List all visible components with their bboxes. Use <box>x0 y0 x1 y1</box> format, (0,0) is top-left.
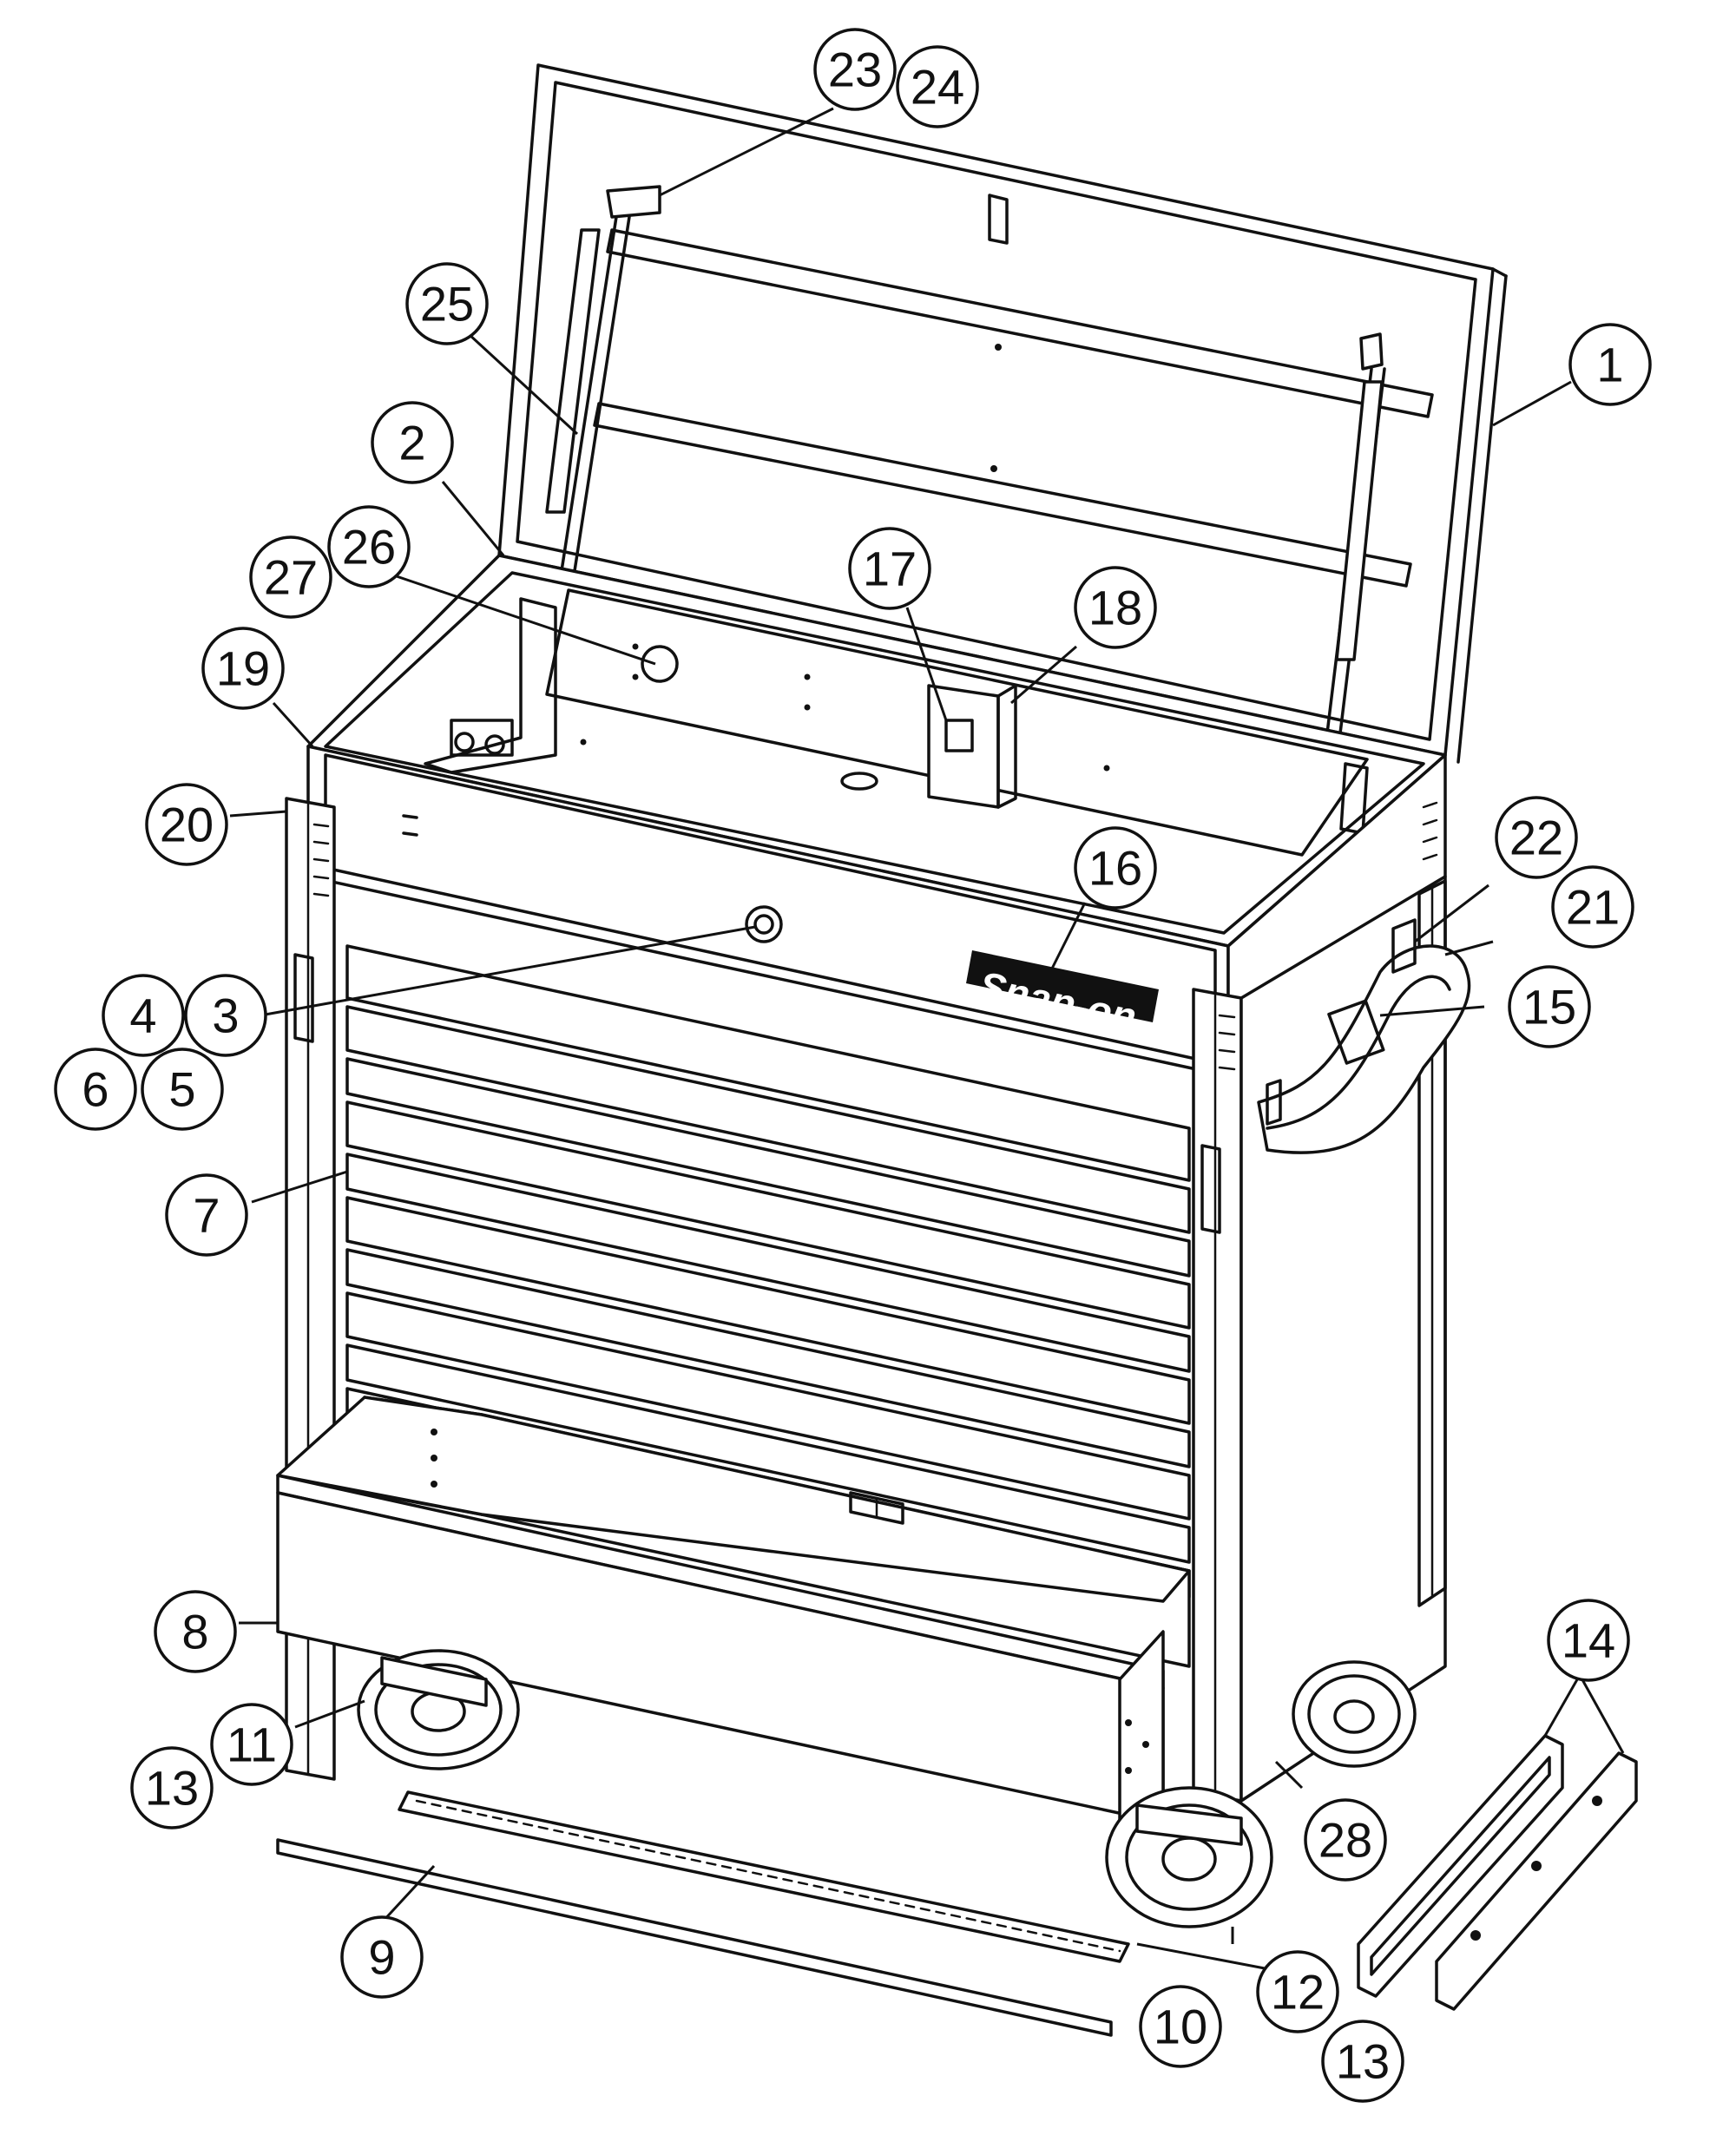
svg-text:10: 10 <box>1154 2000 1207 2054</box>
callout-3: 3 <box>184 974 267 1057</box>
svg-text:7: 7 <box>193 1188 220 1243</box>
svg-text:20: 20 <box>160 798 214 852</box>
caster-right-rear <box>1292 1660 1417 1768</box>
callout-7: 7 <box>165 1173 248 1257</box>
bumper-strip <box>276 1838 1113 2037</box>
callout-26: 26 <box>327 505 411 588</box>
callout-16: 16 <box>1074 826 1157 910</box>
callout-11: 11 <box>210 1703 293 1786</box>
svg-text:16: 16 <box>1088 841 1142 896</box>
callout-1: 1 <box>1568 323 1652 406</box>
drawer-slides <box>1357 1734 1638 2011</box>
callout-21: 21 <box>1551 865 1634 949</box>
svg-text:24: 24 <box>911 60 964 115</box>
callout-17: 17 <box>848 527 931 610</box>
svg-text:3: 3 <box>212 989 239 1043</box>
callout-6: 6 <box>54 1048 137 1131</box>
svg-text:14: 14 <box>1562 1613 1615 1668</box>
svg-text:17: 17 <box>863 542 917 596</box>
callout-20: 20 <box>145 783 228 866</box>
callout-4: 4 <box>102 974 185 1057</box>
svg-text:21: 21 <box>1566 880 1620 935</box>
leader-lines <box>229 107 1625 1980</box>
callout-12: 12 <box>1256 1950 1339 2033</box>
caster-left <box>357 1649 520 1770</box>
svg-text:9: 9 <box>368 1930 395 1985</box>
callout-13b: 13 <box>1321 2020 1404 2103</box>
svg-text:23: 23 <box>828 43 882 97</box>
callout-9: 9 <box>340 1915 424 1999</box>
svg-text:2: 2 <box>398 416 425 470</box>
callout-27: 27 <box>249 535 332 619</box>
callout-23: 23 <box>813 28 897 111</box>
svg-text:22: 22 <box>1509 811 1563 865</box>
svg-text:12: 12 <box>1271 1965 1325 2020</box>
caster-right-front <box>1105 1786 1273 1928</box>
callout-24: 24 <box>896 45 979 128</box>
callout-10: 10 <box>1139 1985 1222 2068</box>
svg-text:4: 4 <box>129 989 156 1043</box>
callout-8: 8 <box>154 1590 237 1673</box>
callout-18: 18 <box>1074 566 1157 649</box>
callout-5: 5 <box>141 1048 224 1131</box>
callout-2: 2 <box>371 401 454 484</box>
svg-text:8: 8 <box>181 1605 208 1659</box>
callout-19: 19 <box>201 627 285 710</box>
casters <box>357 1649 1417 1928</box>
svg-text:28: 28 <box>1318 1813 1372 1868</box>
svg-text:15: 15 <box>1522 980 1576 1035</box>
callout-15: 15 <box>1508 965 1591 1048</box>
svg-text:5: 5 <box>168 1062 195 1117</box>
cabinet <box>276 797 1471 1868</box>
svg-text:25: 25 <box>420 277 474 332</box>
svg-text:13: 13 <box>1336 2034 1390 2089</box>
callout-14: 14 <box>1547 1599 1630 1682</box>
svg-text:18: 18 <box>1088 581 1142 635</box>
svg-text:1: 1 <box>1596 338 1623 392</box>
drawer-liner-strip <box>398 1790 1130 1963</box>
svg-text:11: 11 <box>227 1718 277 1772</box>
svg-text:13: 13 <box>145 1761 199 1816</box>
open-drawer <box>276 1396 1191 1868</box>
callout-13a: 13 <box>130 1746 214 1829</box>
svg-text:26: 26 <box>342 520 396 575</box>
callout-28: 28 <box>1304 1798 1387 1882</box>
svg-text:6: 6 <box>82 1062 108 1117</box>
svg-text:27: 27 <box>264 550 318 605</box>
top-box: Snap-on <box>306 554 1447 1078</box>
snap-on-logo <box>966 950 1159 1022</box>
callout-22: 22 <box>1495 796 1578 879</box>
callout-25: 25 <box>405 262 489 345</box>
svg-text:19: 19 <box>216 641 270 696</box>
